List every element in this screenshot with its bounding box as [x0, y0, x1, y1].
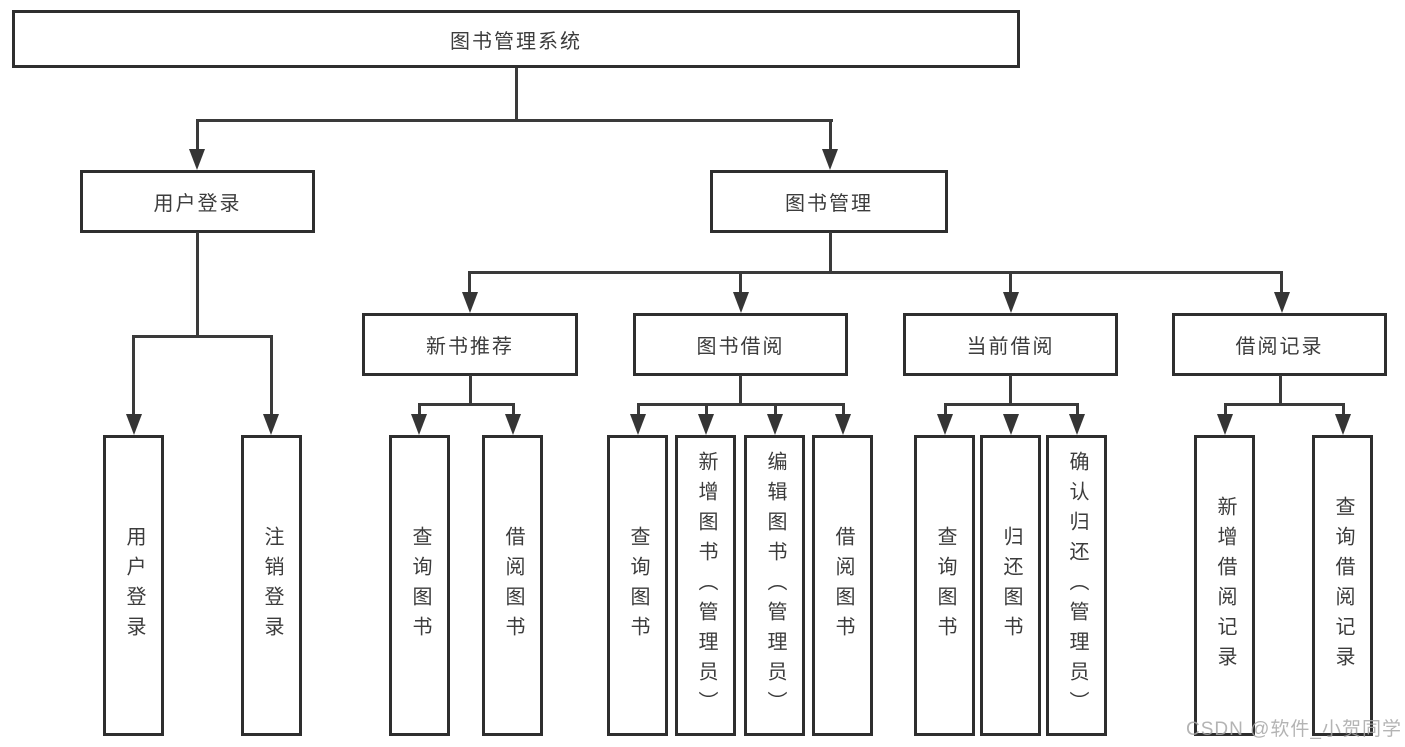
connector-drop	[705, 403, 708, 416]
arrow-down-icon	[126, 414, 142, 435]
connector-rail	[637, 403, 845, 406]
connector-user-login-stub	[196, 232, 199, 338]
arrow-down-icon	[263, 414, 279, 435]
arrow-down-icon	[189, 149, 205, 170]
connector-level2-rail	[468, 271, 1283, 274]
connector-root-stub	[515, 68, 518, 120]
connector-book-mgmt-drop	[829, 119, 832, 152]
connector-drop	[468, 271, 471, 295]
leaf-query-borrow-record: 查询借阅记录	[1312, 435, 1373, 736]
connector-user-login-drop	[196, 119, 199, 152]
node-book-borrowing: 图书借阅	[633, 313, 848, 376]
connector-level1-rail	[196, 119, 833, 122]
arrow-down-icon	[733, 292, 749, 313]
arrow-down-icon	[1003, 414, 1019, 435]
leaf-query-books-recommend: 查询图书	[389, 435, 450, 736]
leaf-borrow-books-recommend: 借阅图书	[482, 435, 543, 736]
node-new-book-recommend: 新书推荐	[362, 313, 578, 376]
arrow-down-icon	[630, 414, 646, 435]
connector-drop	[637, 403, 640, 416]
arrow-down-icon	[1274, 292, 1290, 313]
leaf-edit-book-admin: 编辑图书（管理员）	[744, 435, 805, 736]
connector-drop	[739, 271, 742, 295]
connector-stub	[1279, 375, 1282, 406]
arrow-down-icon	[698, 414, 714, 435]
connector-drop	[1009, 271, 1012, 295]
node-current-borrowing: 当前借阅	[903, 313, 1118, 376]
arrow-down-icon	[767, 414, 783, 435]
connector-drop	[774, 403, 777, 416]
leaf-add-book-admin: 新增图书（管理员）	[675, 435, 736, 736]
leaf-query-books-current: 查询图书	[914, 435, 975, 736]
csdn-watermark: CSDN @软件_小贺同学	[1186, 719, 1402, 740]
connector-drop	[1280, 271, 1283, 295]
connector-stub	[739, 375, 742, 406]
connector-rail	[1224, 403, 1345, 406]
arrow-down-icon	[822, 149, 838, 170]
connector-stub	[469, 375, 472, 406]
connector-drop	[1076, 403, 1079, 416]
arrow-down-icon	[937, 414, 953, 435]
arrow-down-icon	[1335, 414, 1351, 435]
arrow-down-icon	[411, 414, 427, 435]
node-library-management-system: 图书管理系统	[12, 10, 1020, 68]
connector-drop	[842, 403, 845, 416]
node-borrowing-records: 借阅记录	[1172, 313, 1387, 376]
connector-book-mgmt-stub	[829, 232, 832, 274]
leaf-user-login: 用户登录	[103, 435, 164, 736]
node-book-management: 图书管理	[710, 170, 948, 233]
connector-drop	[270, 335, 273, 415]
arrow-down-icon	[1217, 414, 1233, 435]
leaf-confirm-return-admin: 确认归还（管理员）	[1046, 435, 1107, 736]
arrow-down-icon	[505, 414, 521, 435]
connector-drop	[512, 403, 515, 416]
connector-rail	[944, 403, 1079, 406]
node-user-login: 用户登录	[80, 170, 315, 233]
leaf-borrow-books: 借阅图书	[812, 435, 873, 736]
connector-user-login-rail	[132, 335, 273, 338]
connector-drop	[1342, 403, 1345, 416]
connector-stub	[1009, 375, 1012, 406]
arrow-down-icon	[462, 292, 478, 313]
connector-drop	[132, 335, 135, 415]
leaf-logout: 注销登录	[241, 435, 302, 736]
connector-drop	[418, 403, 421, 416]
arrow-down-icon	[1003, 292, 1019, 313]
arrow-down-icon	[835, 414, 851, 435]
arrow-down-icon	[1069, 414, 1085, 435]
connector-rail	[418, 403, 515, 406]
connector-drop	[944, 403, 947, 416]
leaf-return-book: 归还图书	[980, 435, 1041, 736]
connector-drop	[1224, 403, 1227, 416]
leaf-add-borrow-record: 新增借阅记录	[1194, 435, 1255, 736]
leaf-query-books-borrowing: 查询图书	[607, 435, 668, 736]
